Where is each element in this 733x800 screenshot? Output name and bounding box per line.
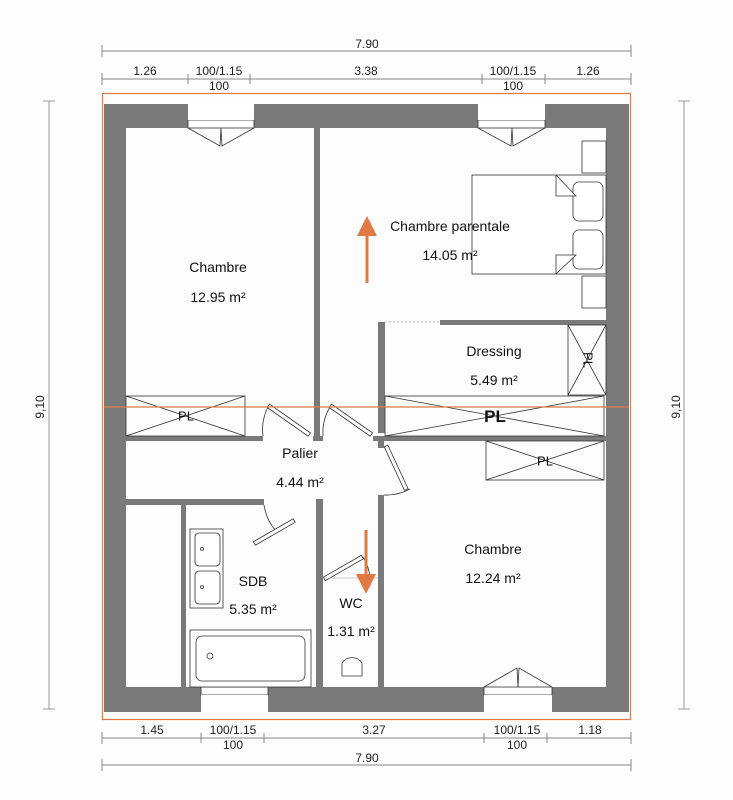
room-name-chambre-parentale: Chambre parentale [390,218,510,234]
window-bottom-right [483,667,553,696]
bottom-dim-4: 100/1.15 [493,723,541,737]
bathroom-fixtures [189,528,363,688]
bottom-total-dimension: 7.90 [355,751,379,765]
window-top-right [477,119,546,147]
room-area-chambre-parentale: 14.05 m² [422,247,478,263]
bottom-dimension-lines [101,732,632,771]
exterior-walls [104,104,629,712]
top-dimension-lines [101,45,632,85]
left-height-dimension: 9,10 [33,395,47,419]
right-height-dimension: 9,10 [669,395,683,419]
room-name-sdb: SDB [238,573,268,589]
side-dimension-lines [43,100,690,710]
room-name-wc: WC [339,595,363,611]
top-dim-4: 100/1.15 [489,64,537,78]
stair-arrows [356,216,377,594]
bottom-dim-4-sub: 100 [506,738,528,752]
top-dim-2-sub: 100 [208,79,230,93]
window-top-left [187,119,255,147]
room-name-chambre-1: Chambre [189,259,247,275]
top-dim-3: 3.38 [354,64,378,78]
closet-label-chambre-1: PL [178,408,194,424]
room-name-chambre-2: Chambre [464,541,522,557]
closet-label-dressing-main: PL [484,407,506,426]
bottom-dim-1: 1.45 [140,723,164,737]
room-area-dressing: 5.49 m² [470,372,518,388]
building-outline [101,92,632,721]
closet-label-dressing-side: PL [580,352,596,368]
top-dim-4-sub: 100 [502,79,524,93]
windows [187,119,553,696]
bottom-dim-5: 1.18 [578,723,602,737]
closet-label-chambre-2: PL [537,453,553,469]
room-area-palier: 4.44 m² [276,474,324,490]
top-dim-5: 1.26 [576,64,600,78]
room-area-chambre-1: 12.95 m² [190,289,246,305]
room-name-palier: Palier [282,445,318,461]
top-total-dimension: 7.90 [355,37,379,51]
bottom-dim-3: 3.27 [362,723,386,737]
interior-walls [126,128,606,687]
room-area-wc: 1.31 m² [327,623,375,639]
bottom-dim-2: 100/1.15 [209,723,257,737]
room-name-dressing: Dressing [466,343,522,359]
top-dim-1: 1.26 [133,64,157,78]
room-area-chambre-2: 12.24 m² [465,570,521,586]
doors [252,403,411,582]
room-area-sdb: 5.35 m² [229,601,277,617]
double-bed [471,140,607,309]
bottom-dim-2-sub: 100 [222,738,244,752]
top-dim-2: 100/1.15 [195,64,243,78]
closets [125,324,607,481]
